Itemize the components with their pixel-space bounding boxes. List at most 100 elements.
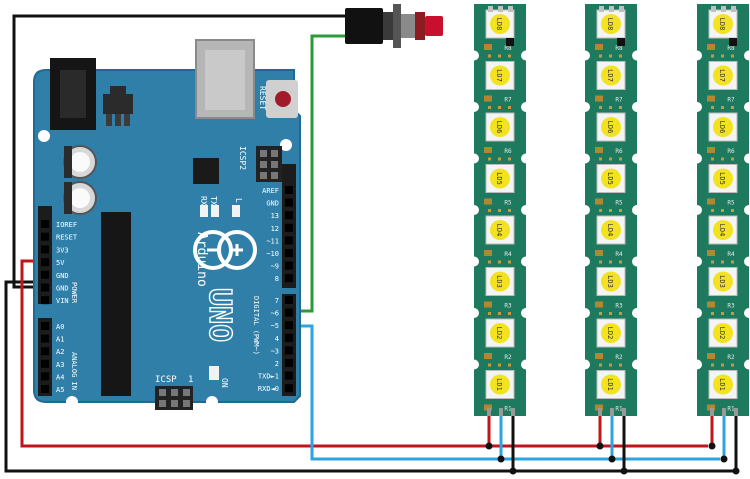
solder-pad <box>609 312 612 315</box>
arduino-logo <box>193 230 257 270</box>
digital-pin-label: 8 <box>275 275 279 283</box>
solder-pad <box>488 209 491 212</box>
resistor-label: R4 <box>727 251 735 258</box>
push-button-collar <box>383 12 393 40</box>
solder-pad <box>711 209 714 212</box>
resistor <box>484 95 492 102</box>
resistor-label: R1 <box>615 406 623 413</box>
solder-pad <box>609 363 612 367</box>
led-light <box>490 271 510 292</box>
led-light <box>490 168 510 189</box>
strip-top-pad <box>619 6 624 12</box>
solder-pad <box>488 54 491 58</box>
solder-pad <box>599 54 602 58</box>
resistor <box>595 250 603 256</box>
strip-chip <box>729 38 737 46</box>
led-light <box>490 220 510 240</box>
power-pin-socket <box>41 232 49 241</box>
analog-pin-socket <box>41 347 49 356</box>
power-pin-label: IOREF <box>56 221 77 229</box>
led-light <box>490 14 510 34</box>
reset-label: RESET <box>258 86 267 110</box>
resistor <box>595 95 603 102</box>
wire-black-bottom <box>4 280 734 473</box>
power-pin-label: GND <box>56 285 69 293</box>
led-label: LD4 <box>495 224 503 237</box>
strip-notch <box>692 153 702 164</box>
analog-pin-label: A4 <box>56 373 64 381</box>
led-label: LD7 <box>718 69 726 82</box>
mount-hole <box>206 396 218 408</box>
solder-pad <box>721 106 724 109</box>
power-jack-inner <box>60 70 86 118</box>
digital-pin-label: 2 <box>275 360 279 368</box>
icsp2-header <box>256 146 282 182</box>
resistor <box>707 353 715 359</box>
solder-pad <box>609 260 612 264</box>
icsp2-pins <box>260 150 278 179</box>
digital-pin-label: ~6 <box>271 310 279 318</box>
push-button-nut <box>393 4 401 48</box>
resistor <box>707 404 715 411</box>
led-light <box>601 65 621 86</box>
solder-pad <box>508 260 511 264</box>
led-light <box>601 117 621 137</box>
digital-pin-socket <box>285 371 293 380</box>
icsp-pin <box>159 389 166 396</box>
reset-button-cap <box>275 91 291 107</box>
strip-top-pad <box>599 6 604 12</box>
led-label: LD6 <box>718 121 726 134</box>
led-label: LD4 <box>718 224 726 237</box>
push-button-cap <box>415 12 425 40</box>
digital-pin-socket <box>285 249 293 257</box>
solder-pad <box>498 106 501 109</box>
solder-pad <box>711 54 714 58</box>
strip-notch <box>692 308 702 318</box>
solder-pad <box>721 157 724 161</box>
strip-notch <box>469 102 479 112</box>
led-light <box>490 374 510 395</box>
digital-pin-socket <box>285 346 293 355</box>
power-label: POWER <box>70 282 78 304</box>
solder-pad <box>731 260 734 264</box>
resistor-label: R1 <box>727 406 735 413</box>
junction-dot <box>732 467 740 475</box>
strip-top-pad <box>508 6 513 12</box>
mount-hole <box>38 130 50 142</box>
strip-notch <box>580 50 590 61</box>
led-light <box>601 374 621 395</box>
strip-notch <box>521 205 531 215</box>
strip-notch <box>580 102 590 112</box>
solder-pad <box>609 209 612 212</box>
strip-notch <box>521 50 531 61</box>
strip-bottom-pad <box>610 408 614 416</box>
push-button-plunger <box>425 16 443 36</box>
strip-notch <box>692 359 702 370</box>
brand-text: Arduino <box>194 232 209 287</box>
solder-pad <box>498 157 501 161</box>
strip-wire-drops <box>487 416 738 471</box>
push-button-shaft <box>401 14 415 38</box>
solder-pad <box>498 312 501 315</box>
solder-pad <box>731 209 734 212</box>
push-button-body <box>345 8 383 44</box>
icsp-pin <box>183 400 190 407</box>
strip-notch <box>744 205 750 215</box>
digital-pin-socket <box>285 236 293 245</box>
digital-pin-label: 4 <box>275 335 279 343</box>
strip-notch <box>469 256 479 267</box>
resistor-label: R2 <box>615 354 623 361</box>
icsp2-pin <box>271 150 278 157</box>
icsp2-label: ICSP2 <box>238 146 247 170</box>
strip-notch <box>580 205 590 215</box>
board-outline <box>33 69 301 403</box>
capacitor-core <box>70 188 90 208</box>
junction-dot <box>485 442 493 450</box>
strip-notch <box>692 102 702 112</box>
digital-pin-socket <box>285 333 293 342</box>
resistor-label: R8 <box>504 45 512 52</box>
solder-pad <box>619 363 622 367</box>
led-label: LD8 <box>718 18 726 31</box>
resistor <box>484 250 492 256</box>
